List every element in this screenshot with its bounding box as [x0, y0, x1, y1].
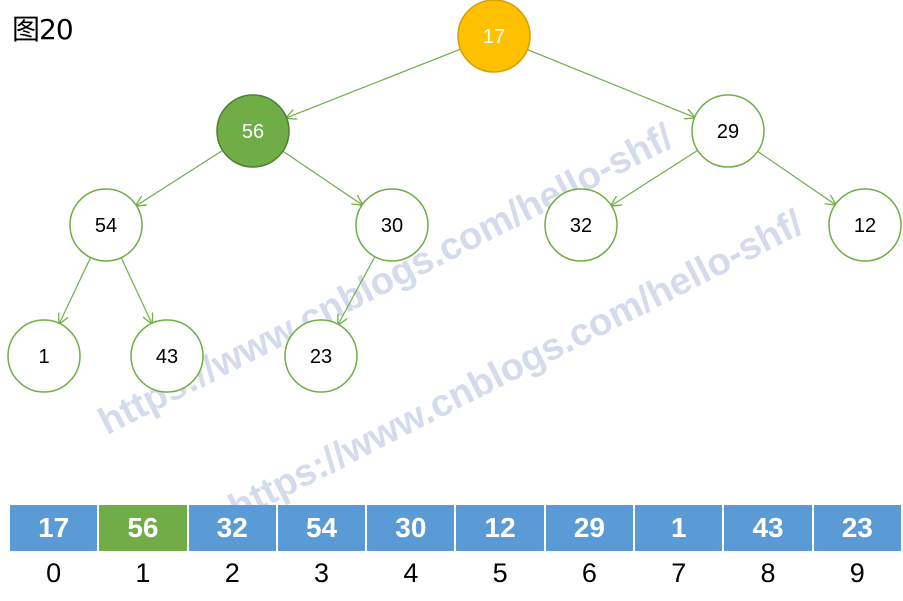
tree-edge-arrow — [136, 149, 223, 205]
array-index-label: 2 — [224, 558, 240, 588]
tree-node-label: 1 — [38, 346, 49, 368]
tree-node-circle — [69, 188, 143, 262]
array-cell: 54 — [277, 505, 366, 551]
tree-node-circle — [691, 94, 765, 168]
tree-edge-arrow — [282, 150, 362, 205]
tree-edge-arrow — [338, 256, 376, 325]
tree-node-circle — [355, 188, 429, 262]
array-cell: 12 — [456, 505, 544, 551]
tree-node-1: 1 — [7, 319, 81, 393]
tree-edge-arrow — [59, 257, 92, 324]
tree-node-circle — [216, 94, 290, 168]
tree-node-label: 23 — [310, 346, 332, 368]
array-index-label: 5 — [492, 558, 508, 588]
tree-node-circle — [457, 0, 531, 73]
array-cell: 17 — [10, 505, 98, 551]
array-index-label: 7 — [671, 558, 687, 588]
array-cell: 32 — [188, 505, 276, 551]
tree-node-54: 54 — [69, 188, 143, 262]
tree-node-label: 43 — [156, 346, 178, 368]
tree-node-label: 12 — [854, 215, 876, 237]
tree-node-30: 30 — [355, 188, 429, 262]
tree-node-29: 29 — [691, 94, 765, 168]
tree-node-43: 43 — [130, 319, 204, 393]
tree-node-label: 30 — [381, 215, 403, 237]
array-index-label: 1 — [135, 558, 151, 588]
tree-edge-arrow — [286, 48, 461, 118]
tree-node-32: 32 — [544, 188, 618, 262]
tree-node-12: 12 — [828, 188, 902, 262]
array-index-label: 6 — [581, 558, 597, 588]
array-cell: 56 — [99, 505, 187, 551]
tree-node-label: 56 — [242, 121, 264, 143]
tree-edge-arrow — [527, 48, 694, 118]
array-cell: 30 — [367, 505, 455, 551]
tree-node-circle — [544, 188, 618, 262]
array-cell: 1 — [635, 505, 723, 551]
array-index-label: 4 — [403, 558, 419, 588]
tree-edge-arrow — [757, 150, 836, 204]
tree-node-label: 17 — [483, 26, 505, 48]
tree-node-circle — [7, 319, 81, 393]
tree-node-label: 54 — [95, 215, 117, 237]
tree-node-23: 23 — [284, 319, 358, 393]
tree-node-circle — [284, 319, 358, 393]
index-row: 0 1 2 3 4 5 6 7 8 9 — [10, 558, 901, 594]
array-index-label: 8 — [760, 558, 776, 588]
figure-label: 图20 — [12, 13, 74, 46]
tree-node-circle — [828, 188, 902, 262]
array-index-label: 9 — [849, 558, 865, 588]
array-cell: 29 — [545, 505, 634, 551]
tree-node-label: 32 — [570, 215, 592, 237]
tree-edge-arrow — [120, 257, 152, 324]
tree-node-17: 17 — [457, 0, 531, 73]
array-index-label: 3 — [314, 558, 330, 588]
array-cell: 43 — [724, 505, 812, 551]
array-index-label: 0 — [46, 558, 62, 588]
tree-node-circle — [130, 319, 204, 393]
tree-edge-arrow — [611, 149, 698, 205]
tree-node-label: 29 — [717, 121, 739, 143]
tree-graph: 17 56 29 54 30 32 12 1 43 23 — [7, 0, 902, 393]
tree-node-56: 56 — [216, 94, 290, 168]
array-cell: 23 — [813, 505, 901, 551]
